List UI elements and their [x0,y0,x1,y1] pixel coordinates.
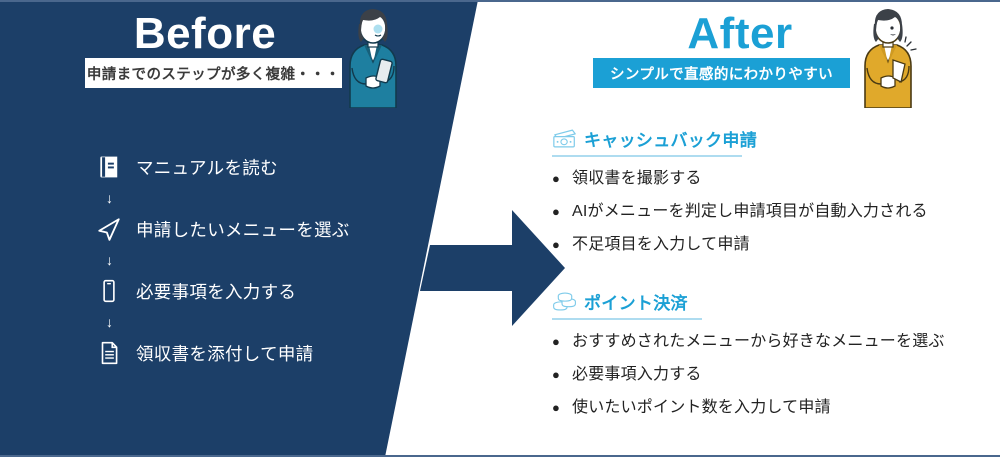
before-step-4-label: 領収書を添付して申請 [136,343,314,364]
before-step-2: 申請したいメニューを選ぶ [92,210,382,248]
bullet-icon: ● [552,204,560,219]
before-header: Before 申請までのステップが多く複雑・・・ [60,6,420,106]
after-section-cashback-title: キャッシュバック申請 [584,131,757,150]
list-item: ● 領収書を撮影する [552,169,972,189]
list-item-text: 領収書を撮影する [572,170,702,187]
after-section-cashback-header: キャッシュバック申請 [552,126,757,157]
woman-celebrating-illustration [845,4,923,109]
list-item: ● 使いたいポイント数を入力して申請 [552,398,972,418]
before-step-1-label: マニュアルを読む [136,157,278,178]
list-item-text: おすすめされたメニューから好きなメニューを選ぶ [572,333,945,350]
down-arrow-icon: ↓ [106,252,113,268]
after-section-points-header: ポイント決済 [552,289,702,320]
after-section-cashback: キャッシュバック申請 ● 領収書を撮影する ● AIがメニューを判定し申請項目が… [552,126,972,255]
before-title: Before [133,9,277,58]
bullet-icon: ● [552,171,560,186]
bullet-icon: ● [552,237,560,252]
list-item: ● おすすめされたメニューから好きなメニューを選ぶ [552,332,972,352]
down-arrow-icon: ↓ [106,314,113,330]
before-step-4: 領収書を添付して申請 [92,334,382,372]
down-arrow-icon: ↓ [106,190,113,206]
coins-icon [552,291,578,313]
before-step-3-label: 必要事項を入力する [136,281,297,302]
book-icon [92,150,126,184]
smartphone-icon [92,274,126,308]
list-item-text: 不足項目を入力して申請 [572,236,750,253]
bottom-edge-line [0,455,1000,457]
before-step-2-label: 申請したいメニューを選ぶ [136,219,350,240]
before-step-3: 必要事項を入力する [92,272,382,310]
top-edge-line [0,0,1000,2]
list-item: ● 不足項目を入力して申請 [552,235,972,255]
after-banner-text: シンプルで直感的にわかりやすい [609,66,834,83]
woman-with-phone-illustration [330,4,408,109]
paper-plane-icon [92,212,126,246]
list-item-text: 必要事項入力する [572,366,702,383]
step-connector-1: ↓ [92,186,382,210]
list-item: ● AIがメニューを判定し申請項目が自動入力される [552,202,972,222]
list-item: ● 必要事項入力する [552,365,972,385]
after-section-cashback-items: ● 領収書を撮影する ● AIがメニューを判定し申請項目が自動入力される ● 不… [552,169,972,255]
after-section-points-title: ポイント決済 [584,294,688,313]
bullet-icon: ● [552,334,560,349]
bullet-icon: ● [552,400,560,415]
after-title: After [687,9,793,58]
after-section-points-items: ● おすすめされたメニューから好きなメニューを選ぶ ● 必要事項入力する ● 使… [552,332,972,418]
banknote-icon [552,128,578,150]
after-banner: シンプルで直感的にわかりやすい [593,58,850,88]
before-step-1: マニュアルを読む [92,148,382,186]
list-item-text: AIがメニューを判定し申請項目が自動入力される [572,203,928,220]
before-banner-text: 申請までのステップが多く複雑・・・ [86,66,341,83]
bullet-icon: ● [552,367,560,382]
step-connector-2: ↓ [92,248,382,272]
after-header: After シンプルで直感的にわかりやすい [585,6,945,106]
list-item-text: 使いたいポイント数を入力して申請 [572,399,831,416]
document-icon [92,336,126,370]
before-banner: 申請までのステップが多く複雑・・・ [85,58,342,88]
step-connector-3: ↓ [92,310,382,334]
before-step-list: マニュアルを読む ↓ 申請したいメニューを選ぶ ↓ 必要事項を入力する [92,148,382,372]
after-section-list: キャッシュバック申請 ● 領収書を撮影する ● AIがメニューを判定し申請項目が… [552,126,972,440]
after-section-points: ポイント決済 ● おすすめされたメニューから好きなメニューを選ぶ ● 必要事項入… [552,289,972,418]
